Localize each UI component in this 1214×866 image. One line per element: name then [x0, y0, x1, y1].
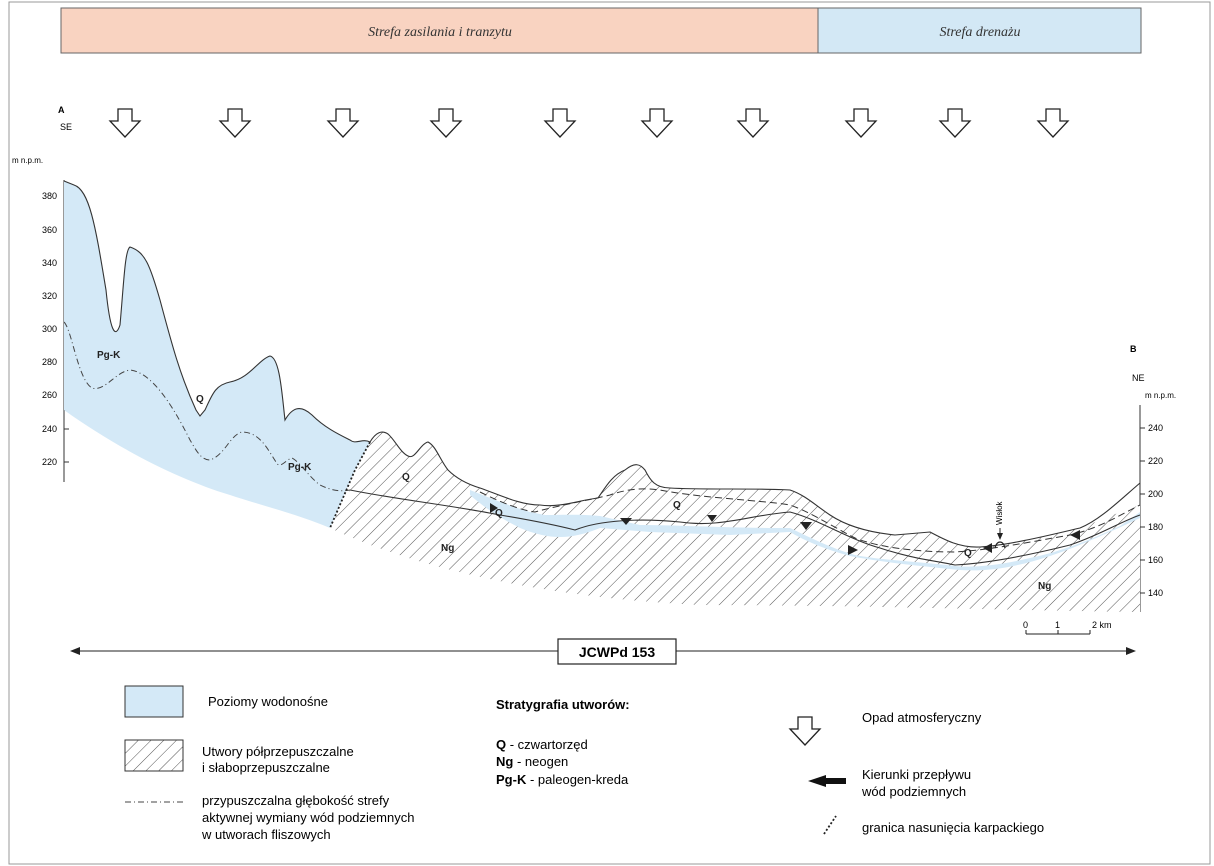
scale-tick-2: 2 km	[1092, 620, 1112, 630]
profile-start-point: A	[58, 105, 65, 115]
left-tick-220: 220	[42, 457, 57, 467]
legend-strat-pgk: Pg-K - paleogen-kreda	[496, 772, 629, 787]
legend-aquifer-label: Poziomy wodonośne	[208, 694, 328, 709]
recharge-zone-label: Strefa zasilania i tranzytu	[368, 25, 512, 40]
legend-flow-arrow-icon	[808, 775, 826, 787]
legend-stratigraphy-title: Stratygrafia utworów:	[496, 697, 630, 712]
left-tick-260: 260	[42, 390, 57, 400]
unit-label-q-right: Q	[964, 548, 972, 559]
precipitation-arrow-icon	[430, 108, 462, 138]
right-tick-160: 160	[1148, 555, 1163, 565]
quaternary-neogene-boundary	[349, 489, 1141, 566]
jcwpd-label: JCWPd 153	[579, 644, 655, 660]
scale-bar: 0 1 2 km	[1023, 620, 1112, 635]
figure-frame	[8, 1, 1211, 865]
drainage-zone-bar	[817, 7, 1142, 54]
precipitation-arrow-icon	[219, 108, 251, 138]
legend-semipermeable-swatch	[124, 739, 184, 772]
profile-start-direction: SE	[60, 122, 72, 132]
right-elevation-axis: 240 220 200 180 160 140	[1139, 405, 1163, 612]
precipitation-arrow-icon	[641, 108, 673, 138]
legend: Poziomy wodonośne Utwory półprzepuszczal…	[124, 685, 1044, 842]
active-exchange-depth-line	[63, 321, 351, 492]
left-tick-280: 280	[42, 357, 57, 367]
river-label: Wisłok	[995, 500, 1004, 525]
legend-strat-ng: Ng - neogen	[496, 754, 568, 769]
jcwpd-extent: JCWPd 153	[70, 638, 1136, 665]
scale-tick-0: 0	[1023, 620, 1028, 630]
flow-arrowhead-icon	[848, 545, 858, 555]
flow-arrow-heads	[490, 503, 1080, 555]
groundwater-flow-line	[479, 488, 1141, 553]
flow-arrowhead-icon	[490, 503, 498, 513]
legend-precipitation-label: Opad atmosferyczny	[862, 710, 982, 725]
scale-tick-1: 1	[1055, 620, 1060, 630]
flow-arrowhead-icon	[620, 518, 632, 525]
legend-depth-label-3: w utworach fliszowych	[201, 827, 331, 842]
extent-left-arrow-icon	[70, 647, 80, 655]
precipitation-arrow-icon	[327, 108, 359, 138]
terrain-surface-line	[63, 180, 1141, 548]
right-tick-240: 240	[1148, 423, 1163, 433]
flow-arrowhead-icon	[1070, 530, 1080, 540]
legend-flow-label-1: Kierunki przepływu	[862, 767, 971, 782]
precipitation-arrow-icon	[1037, 108, 1069, 138]
right-tick-200: 200	[1148, 489, 1163, 499]
flow-arrowhead-icon	[800, 522, 812, 530]
left-tick-380: 380	[42, 191, 57, 201]
legend-aquifer-swatch	[124, 685, 184, 718]
right-tick-140: 140	[1148, 588, 1163, 598]
legend-flow-label-2: wód podziemnych	[861, 784, 966, 799]
river-channel	[994, 541, 1006, 549]
carpathian-thrust-boundary	[329, 441, 371, 529]
quaternary-hatched-zone	[350, 432, 1140, 565]
legend-precipitation-icon	[789, 716, 821, 746]
drainage-zone-label: Strefa drenażu	[939, 25, 1020, 40]
precipitation-arrow-icon	[737, 108, 769, 138]
legend-strat-q: Q - czwartorzęd	[496, 737, 588, 752]
precipitation-arrow-icon	[109, 108, 141, 138]
left-tick-320: 320	[42, 291, 57, 301]
legend-semipermeable-label-2: i słaboprzepuszczalne	[202, 760, 330, 775]
flow-arrowhead-icon	[707, 515, 717, 522]
left-tick-360: 360	[42, 225, 57, 235]
left-tick-340: 340	[42, 258, 57, 268]
legend-semipermeable-label-1: Utwory półprzepuszczalne	[202, 744, 354, 759]
precipitation-arrow-icon	[544, 108, 576, 138]
precipitation-arrows	[109, 108, 1069, 138]
legend-depth-label-2: aktywnej wymiany wód podziemnych	[202, 810, 414, 825]
unit-label-ng-right: Ng	[1038, 581, 1051, 592]
right-axis-unit: m n.p.m.	[1145, 391, 1176, 400]
unit-label-q-left: Q	[402, 472, 410, 483]
left-tick-300: 300	[42, 324, 57, 334]
extent-right-arrow-icon	[1126, 647, 1136, 655]
recharge-zone-bar	[60, 7, 819, 54]
left-tick-240: 240	[42, 424, 57, 434]
precipitation-arrow-icon	[845, 108, 877, 138]
legend-thrust-icon	[823, 815, 837, 835]
profile-end-point: B	[1130, 344, 1137, 354]
flow-arrowhead-icon	[983, 543, 992, 553]
river-pointer-arrow-icon	[997, 533, 1003, 540]
unit-label-q-valley: Q	[196, 394, 204, 405]
flysch-aquifer-zone	[64, 181, 370, 528]
unit-label-pgk-lower: Pg-K	[288, 462, 312, 473]
right-tick-180: 180	[1148, 522, 1163, 532]
unit-label-q-center: Q	[673, 500, 681, 511]
precipitation-arrow-icon	[939, 108, 971, 138]
neogene-hatched-zone	[330, 490, 1140, 612]
left-axis-unit: m n.p.m.	[12, 156, 43, 165]
legend-depth-label-1: przypuszczalna głębokość strefy	[202, 793, 390, 808]
profile-end-direction: NE	[1132, 373, 1145, 383]
unit-label-q-lens: Q	[495, 508, 503, 519]
right-tick-220: 220	[1148, 456, 1163, 466]
unit-label-ng-left: Ng	[441, 543, 454, 554]
legend-thrust-label: granica nasunięcia karpackiego	[862, 820, 1044, 835]
unit-label-pgk-upper: Pg-K	[97, 350, 121, 361]
